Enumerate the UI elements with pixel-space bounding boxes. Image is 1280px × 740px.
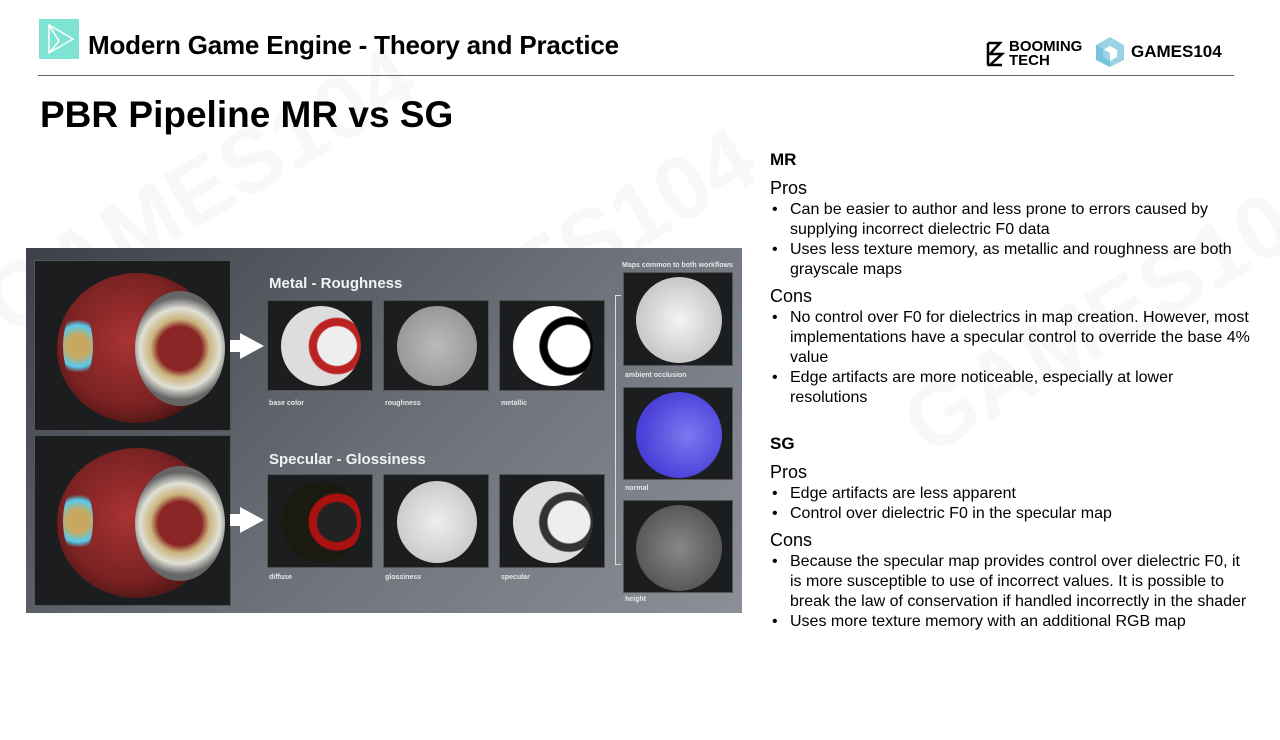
- arrow-icon: [230, 507, 264, 533]
- mr-title: Metal - Roughness: [269, 275, 403, 292]
- map-normal: [623, 387, 733, 480]
- common-title: Maps common to both workflows: [622, 262, 733, 269]
- arrow-icon: [230, 333, 264, 359]
- mr-cons-label: Cons: [770, 286, 813, 306]
- bullet: Uses less texture memory, as metallic an…: [770, 240, 1250, 280]
- map-label: glossiness: [385, 574, 422, 581]
- sg-pros-label: Pros: [770, 462, 808, 482]
- brand-text: BOOMING: [1009, 38, 1083, 55]
- map-specular: [499, 474, 605, 568]
- sg-cons-label: Cons: [770, 530, 813, 550]
- map-label: height: [625, 596, 646, 603]
- map-label: normal: [625, 485, 649, 492]
- course-logo-icon: [39, 19, 79, 59]
- map-label: diffuse: [269, 574, 292, 581]
- games104-cube-icon: [1096, 37, 1124, 67]
- bullet: No control over F0 for dielectrics in ma…: [770, 308, 1250, 368]
- bracket: [615, 295, 621, 565]
- bullet: Because the specular map provides contro…: [770, 552, 1250, 612]
- bullet: Control over dielectric F0 in the specul…: [770, 504, 1250, 524]
- header-title: Modern Game Engine - Theory and Practice: [88, 30, 619, 60]
- map-label: roughness: [385, 400, 421, 407]
- brand-text: GAMES104: [1131, 42, 1222, 61]
- header-divider: [38, 75, 1234, 76]
- map-label: metallic: [501, 400, 528, 407]
- bullet: Edge artifacts are more noticeable, espe…: [770, 368, 1250, 408]
- pbr-workflow-figure: Metal - Roughness Specular - Glossiness …: [26, 248, 742, 613]
- map-height: [623, 500, 733, 593]
- map-label: ambient occlusion: [625, 372, 687, 379]
- render-sg: [34, 435, 231, 606]
- map-diffuse: [267, 474, 373, 568]
- mr-heading: MR: [770, 150, 797, 169]
- brand-text: TECH: [1009, 52, 1050, 69]
- map-label: base color: [269, 400, 305, 407]
- map-label: specular: [501, 574, 530, 581]
- bullet: Can be easier to author and less prone t…: [770, 200, 1250, 240]
- games104-logo: GAMES104: [1095, 36, 1222, 68]
- slide-title: PBR Pipeline MR vs SG: [40, 94, 454, 135]
- map-metallic: [499, 300, 605, 391]
- map-glossiness: [383, 474, 489, 568]
- bullet: Uses more texture memory with an additio…: [770, 612, 1250, 632]
- bullet: Edge artifacts are less apparent: [770, 484, 1250, 504]
- sg-heading: SG: [770, 434, 795, 453]
- render-mr: [34, 260, 231, 431]
- boomingtech-icon: [986, 41, 1005, 67]
- mr-pros-label: Pros: [770, 178, 808, 198]
- map-base-color: [267, 300, 373, 391]
- sg-title: Specular - Glossiness: [269, 451, 426, 468]
- map-ambient-occlusion: [623, 272, 733, 366]
- map-roughness: [383, 300, 489, 391]
- comparison-text: MR Pros Can be easier to author and less…: [770, 146, 1250, 632]
